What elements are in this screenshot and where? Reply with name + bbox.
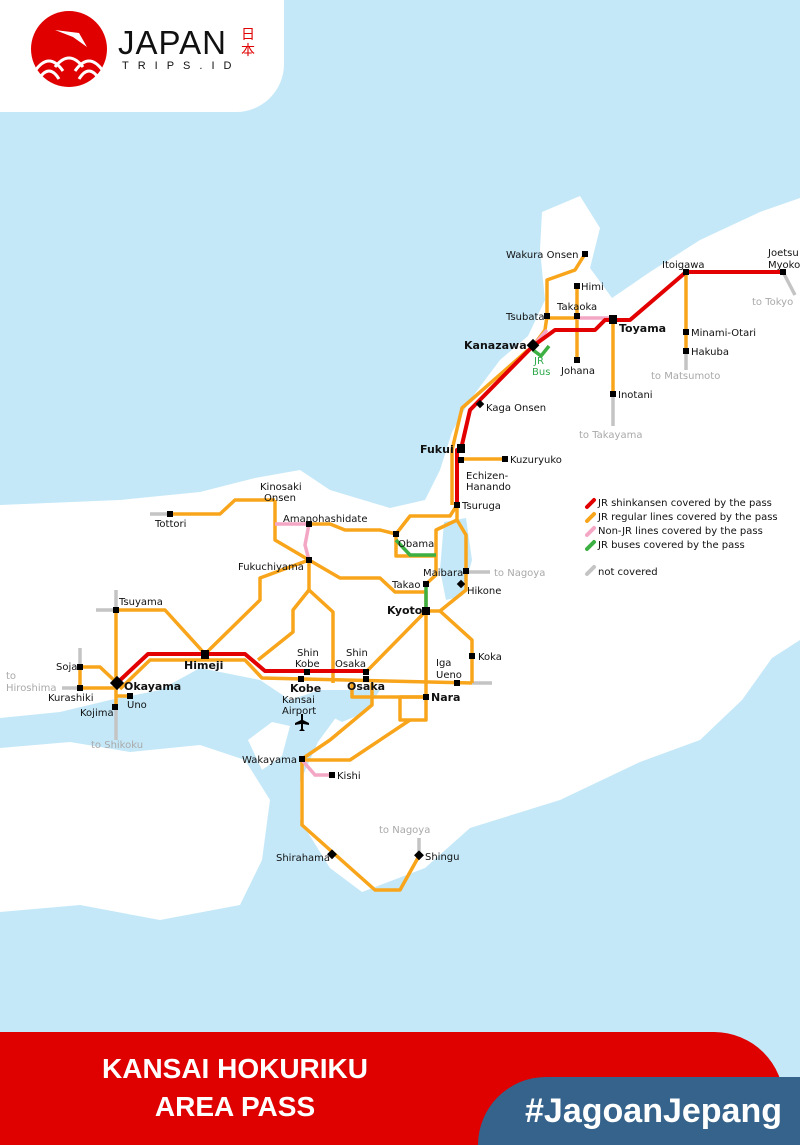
station-label: Shin — [346, 648, 368, 659]
station-label: Shin — [297, 648, 319, 659]
station-label: Kinosaki — [260, 482, 302, 493]
station-label: Joetsu — [767, 248, 799, 259]
airport-icon — [295, 714, 309, 731]
station-label: Kobe — [290, 682, 321, 695]
legend-swatch-bus — [585, 540, 596, 551]
station-label: Inotani — [618, 390, 653, 401]
station-label: Wakura Onsen — [506, 250, 579, 261]
station-label: Itoigawa — [662, 260, 705, 271]
jr-bus-label: JR — [533, 356, 544, 367]
destination-label: to Nagoya — [379, 825, 430, 836]
station-label: Koka — [478, 652, 502, 663]
destination-label: to Tokyo — [752, 297, 793, 308]
station-label: Osaka — [347, 680, 385, 693]
station-label: Himeji — [184, 659, 223, 672]
station-label: Kobe — [295, 659, 320, 670]
station-label: Kansai — [282, 695, 315, 706]
logo-wordmark: JAPAN — [118, 24, 227, 61]
destination-label: to — [6, 671, 16, 682]
destination-labels: to Tokyo to Matsumoto to Takayama to Nag… — [6, 297, 793, 836]
destination-label: to Matsumoto — [651, 371, 720, 382]
pass-title: KANSAI HOKURIKU AREA PASS — [40, 1050, 430, 1126]
station-label: Himi — [581, 282, 604, 293]
destination-label: Hiroshima — [6, 683, 57, 694]
logo-icon — [31, 11, 107, 87]
legend-label: JR regular lines covered by the pass — [597, 512, 778, 523]
station-label: Shirahama — [276, 853, 330, 864]
station-label: Maibara — [423, 568, 463, 579]
station-label: Tsubata — [505, 312, 545, 323]
pass-title-line1: KANSAI HOKURIKU — [102, 1053, 368, 1084]
destination-label: to Shikoku — [91, 740, 143, 751]
station-label: Onsen — [264, 493, 296, 504]
lake-biwa — [440, 518, 472, 600]
station-label: Minami-Otari — [691, 328, 756, 339]
station-label: Hanando — [466, 482, 511, 493]
station-label: Nara — [431, 691, 460, 704]
legend-swatch-regular — [585, 512, 596, 523]
destination-label: to Nagoya — [494, 568, 545, 579]
station-label: Tsuruga — [461, 501, 501, 512]
station-label: Hikone — [467, 586, 501, 597]
station-label: Kishi — [337, 771, 361, 782]
station-label: Johana — [560, 366, 595, 377]
station-label: Airport — [282, 706, 316, 717]
logo-subtitle: TRIPS.ID — [122, 60, 241, 72]
legend-swatch-shinkansen — [585, 498, 596, 509]
station-label: Myoko — [768, 260, 800, 271]
station-label: Tsuyama — [118, 597, 163, 608]
station-label: Fukuchiyama — [238, 562, 304, 573]
station-labels: Wakura Onsen Himi Takaoka Tsubata Toyama… — [48, 248, 800, 864]
station-label: Kanazawa — [464, 339, 527, 352]
station-label: Osaka — [335, 659, 366, 670]
legend-label: JR buses covered by the pass — [597, 540, 745, 551]
station-label: Kyoto — [387, 604, 423, 617]
station-label: Takao — [391, 580, 420, 591]
station-label: Kuzuryuko — [510, 455, 562, 466]
station-label: Hakuba — [691, 347, 729, 358]
station-label: Ueno — [436, 670, 462, 681]
land — [0, 196, 800, 920]
station-label: Obama — [398, 539, 434, 550]
destination-label: to Takayama — [579, 430, 642, 441]
hashtag-badge: #JagoanJepang — [478, 1077, 800, 1145]
shikoku-land — [0, 742, 270, 920]
station-label: Kojima — [80, 708, 114, 719]
station-label: Kurashiki — [48, 693, 94, 704]
legend-swatch-not-covered — [585, 565, 596, 576]
station-label: Okayama — [124, 680, 181, 693]
awaji-land — [248, 722, 290, 770]
jr-bus-lines — [394, 344, 551, 611]
station-label: Tottori — [154, 519, 186, 530]
station-label: Shingu — [425, 852, 460, 863]
station-label: Echizen- — [466, 471, 509, 482]
logo-kanji: 日本 — [241, 26, 255, 58]
legend: JR shinkansen covered by the pass JR reg… — [585, 498, 778, 578]
station-label: Iga — [436, 658, 451, 669]
station-label: Amanohashidate — [283, 514, 368, 525]
station-label: Soja — [56, 662, 77, 673]
jr-bus-label: Bus — [532, 367, 550, 378]
station-label: Toyama — [619, 322, 666, 335]
station-label: Uno — [127, 700, 147, 711]
station-label: Fukui — [420, 443, 454, 456]
pass-title-line2: AREA PASS — [154, 1091, 316, 1122]
station-label: Wakayama — [242, 755, 297, 766]
jr-regular-lines — [78, 253, 688, 892]
legend-swatch-non-jr — [585, 526, 596, 537]
legend-label: JR shinkansen covered by the pass — [597, 498, 772, 509]
logo-panel: JAPAN 日本 TRIPS.ID — [0, 0, 284, 112]
station-label: Kaga Onsen — [486, 403, 546, 414]
station-label: Takaoka — [556, 302, 597, 313]
legend-label: not covered — [598, 567, 658, 578]
legend-label: Non-JR lines covered by the pass — [598, 526, 763, 537]
